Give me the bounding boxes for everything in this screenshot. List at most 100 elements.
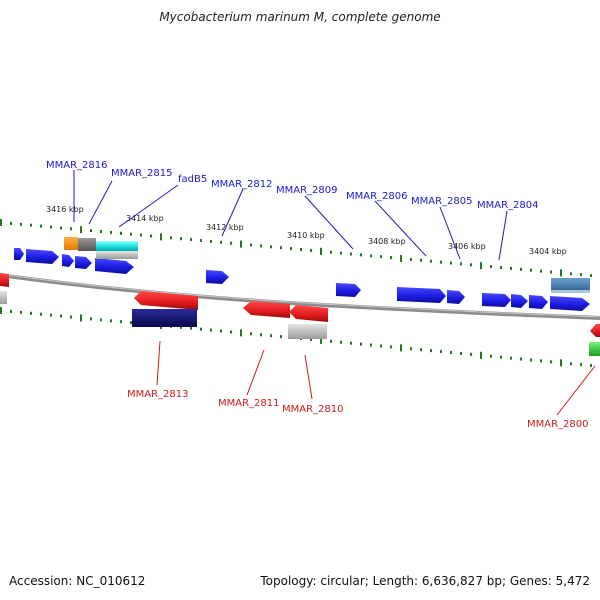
scale-label: 3404 kbp bbox=[529, 247, 567, 256]
gene-label[interactable]: MMAR_2810 bbox=[282, 404, 344, 415]
gene-arrow[interactable] bbox=[482, 293, 511, 307]
accession-label: Accession: NC_010612 bbox=[9, 574, 146, 588]
minor-tick bbox=[50, 225, 52, 229]
scale-label: 3416 kbp bbox=[46, 205, 84, 214]
minor-tick bbox=[380, 255, 382, 259]
minor-tick bbox=[550, 270, 552, 274]
minor-tick bbox=[440, 260, 442, 264]
gene-label[interactable]: MMAR_2816 bbox=[46, 160, 108, 171]
minor-tick bbox=[220, 329, 222, 333]
gene-arrow[interactable] bbox=[26, 249, 59, 264]
gene-label[interactable]: MMAR_2809 bbox=[276, 185, 338, 196]
gene-label[interactable]: MMAR_2800 bbox=[527, 419, 589, 430]
minor-tick bbox=[10, 221, 12, 225]
minor-tick bbox=[260, 333, 262, 337]
gene-box-steelblue[interactable] bbox=[551, 278, 590, 293]
major-tick bbox=[0, 307, 2, 314]
gene-label[interactable]: MMAR_2812 bbox=[211, 179, 273, 190]
scale-label: 3414 kbp bbox=[126, 214, 164, 223]
minor-tick bbox=[470, 263, 472, 267]
gene-arrow[interactable] bbox=[134, 291, 198, 310]
minor-tick bbox=[570, 362, 572, 366]
gene-arrow[interactable] bbox=[75, 256, 92, 269]
gene-box-cyan[interactable] bbox=[96, 241, 138, 251]
gene-label[interactable]: MMAR_2805 bbox=[411, 196, 473, 207]
minor-tick bbox=[390, 256, 392, 260]
minor-tick bbox=[10, 309, 12, 313]
scale-labels: 3416 kbp 3414 kbp 3412 kbp 3410 kbp 3408… bbox=[46, 205, 567, 256]
minor-tick bbox=[340, 340, 342, 344]
minor-tick bbox=[550, 360, 552, 364]
minor-tick bbox=[100, 230, 102, 233]
minor-tick bbox=[450, 261, 452, 265]
gene-arrow[interactable] bbox=[0, 273, 9, 287]
minor-tick bbox=[520, 357, 522, 361]
minor-tick bbox=[180, 325, 182, 329]
major-tick bbox=[80, 314, 82, 322]
gene-arrow[interactable] bbox=[529, 295, 548, 309]
minor-tick bbox=[180, 237, 182, 241]
major-tick bbox=[480, 351, 482, 359]
minor-tick bbox=[350, 341, 352, 345]
gene-arrow[interactable] bbox=[397, 287, 446, 303]
gene-arrow[interactable] bbox=[62, 254, 74, 267]
major-tick bbox=[320, 247, 322, 255]
major-tick bbox=[320, 336, 322, 344]
minor-tick bbox=[200, 239, 202, 242]
minor-tick bbox=[470, 352, 472, 356]
minor-tick bbox=[410, 347, 412, 351]
label-leaders-bottom bbox=[156, 340, 596, 416]
gene-arrow[interactable] bbox=[511, 294, 528, 308]
minor-tick bbox=[250, 243, 252, 247]
minor-tick bbox=[40, 312, 42, 316]
minor-tick bbox=[220, 240, 222, 244]
gene-arrow[interactable] bbox=[95, 258, 134, 274]
gene-labels-top: MMAR_2816 MMAR_2815 fadB5 MMAR_2812 MMAR… bbox=[46, 160, 539, 211]
gene-arrow[interactable] bbox=[289, 305, 328, 322]
major-tick bbox=[560, 269, 562, 277]
gene-label[interactable]: MMAR_2806 bbox=[346, 191, 408, 202]
minor-tick bbox=[210, 328, 212, 332]
minor-tick bbox=[280, 246, 282, 250]
minor-tick bbox=[420, 258, 422, 262]
minor-tick bbox=[530, 358, 532, 362]
gene-label[interactable]: fadB5 bbox=[178, 174, 207, 185]
minor-tick bbox=[110, 319, 112, 323]
scale-ticks-top bbox=[0, 219, 592, 278]
minor-tick bbox=[510, 356, 512, 360]
gene-arrow[interactable] bbox=[14, 248, 24, 260]
minor-tick bbox=[30, 311, 32, 315]
major-tick bbox=[160, 233, 162, 241]
gene-arrow[interactable] bbox=[336, 283, 361, 297]
minor-tick bbox=[230, 241, 232, 245]
gene-arrow[interactable] bbox=[550, 296, 590, 311]
gene-label[interactable]: MMAR_2811 bbox=[218, 398, 280, 409]
major-tick bbox=[400, 255, 402, 262]
genome-backbone bbox=[0, 273, 600, 320]
gene-arrow[interactable] bbox=[447, 290, 465, 304]
label-leaders-top bbox=[73, 170, 508, 261]
gene-box-darkgrey[interactable] bbox=[78, 238, 96, 251]
gene-label[interactable]: MMAR_2815 bbox=[111, 168, 173, 179]
gene-box-lightgrey[interactable] bbox=[96, 251, 138, 259]
minor-tick bbox=[530, 268, 532, 272]
gene-box-navy[interactable] bbox=[132, 309, 197, 327]
gene-box-green[interactable] bbox=[589, 342, 600, 356]
minor-tick bbox=[170, 236, 172, 240]
gene-box-grey[interactable] bbox=[0, 291, 7, 304]
gene-label[interactable]: MMAR_2813 bbox=[127, 389, 189, 400]
scale-label: 3412 kbp bbox=[206, 223, 244, 232]
major-tick bbox=[0, 219, 2, 226]
gene-box-orange[interactable] bbox=[64, 237, 78, 250]
minor-tick bbox=[70, 227, 72, 231]
gene-arrow[interactable] bbox=[206, 270, 229, 284]
minor-tick bbox=[590, 274, 592, 278]
minor-tick bbox=[520, 267, 522, 271]
gene-arrow[interactable] bbox=[243, 301, 290, 318]
gene-label[interactable]: MMAR_2804 bbox=[477, 200, 539, 211]
minor-tick bbox=[370, 343, 372, 347]
gene-arrow[interactable] bbox=[590, 324, 600, 337]
minor-tick bbox=[380, 344, 382, 348]
gene-box-grey[interactable] bbox=[288, 324, 327, 339]
minor-tick bbox=[20, 310, 22, 314]
